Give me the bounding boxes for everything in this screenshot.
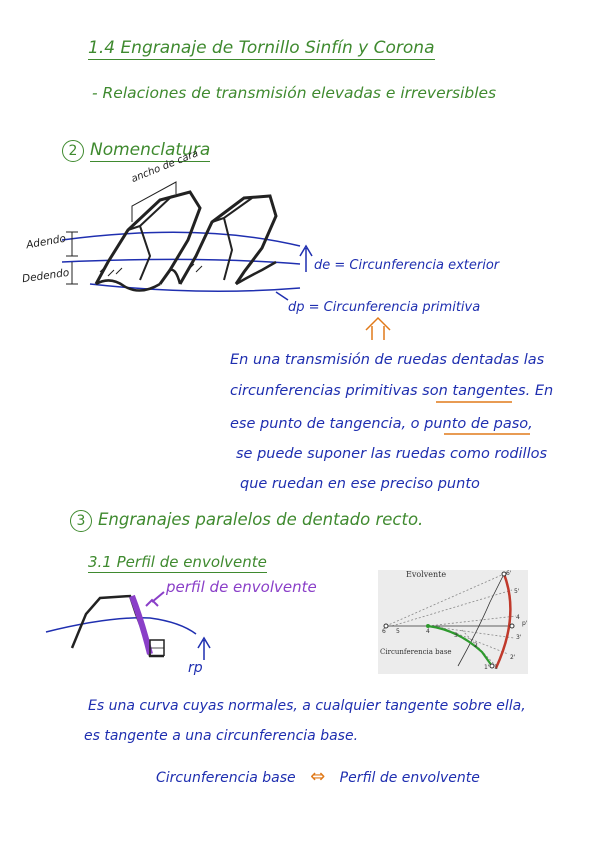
involute-figure: Evolvente Circunferencia base 6' 5' 4 p'… [378,570,528,674]
definition-line-1: Es una curva cuyas normales, a cualquier… [88,698,526,714]
figure-point-6: 6 [382,628,386,635]
figure-point-1p: 1' [484,664,490,671]
label-de: de = Circunferencia exterior [314,258,500,273]
label-rp: rp [188,660,203,676]
figure-point-2p: 2' [510,654,516,661]
equivalence-left: Circunferencia base [156,770,296,786]
figure-point-pp: p' [522,620,528,627]
subtitle: - Relaciones de transmisión elevadas e i… [92,84,497,102]
figure-point-4r: 4 [516,614,520,621]
figure-point-3: 3 [454,632,458,639]
section-3-number: 3 [70,510,92,532]
figure-point-6p: 6' [506,570,512,577]
figure-point-1: 1 [494,664,498,671]
subsection-text: 3.1 Perfil de envolvente [88,553,267,573]
equivalence-right: Perfil de envolvente [339,770,480,786]
subsection-heading: 3.1 Perfil de envolvente [88,553,267,573]
section-3-label: Engranajes paralelos de dentado recto. [98,510,424,529]
note-line-5: que ruedan en ese preciso punto [240,476,480,492]
note-line-1: En una transmisión de ruedas dentadas la… [230,352,545,368]
label-dp: dp = Circunferencia primitiva [288,300,481,315]
figure-base-label: Circunferencia base [380,648,452,656]
figure-title: Evolvente [406,570,447,579]
section-2-label: Nomenclatura [90,140,211,162]
equivalence-arrow: ⇔ [310,766,326,787]
section-3-heading: 3 Engranajes paralelos de dentado recto. [70,510,423,532]
figure-point-4: 4 [426,628,430,635]
title-text: 1.4 Engranaje de Tornillo Sinfín y Coron… [88,38,435,60]
figure-point-5: 5 [396,628,400,635]
note-line-3: ese punto de tangencia, o punto de paso, [230,416,533,432]
note-line-2: circunferencias primitivas son tangentes… [230,383,554,399]
figure-point-2: 2 [474,642,478,649]
equivalence-row: Circunferencia base ⇔ Perfil de envolven… [156,766,480,787]
note-line-4: se puede suponer las ruedas como rodillo… [236,446,548,462]
definition-line-2: es tangente a una circunferencia base. [84,728,359,744]
section-2-heading: 2 Nomenclatura [62,140,211,162]
figure-point-3p: 3' [516,634,522,641]
page-title: 1.4 Engranaje de Tornillo Sinfín y Coron… [88,38,435,60]
section-2-number: 2 [62,140,84,162]
label-profile: perfil de envolvente [166,578,317,596]
figure-point-5p: 5' [514,588,520,595]
